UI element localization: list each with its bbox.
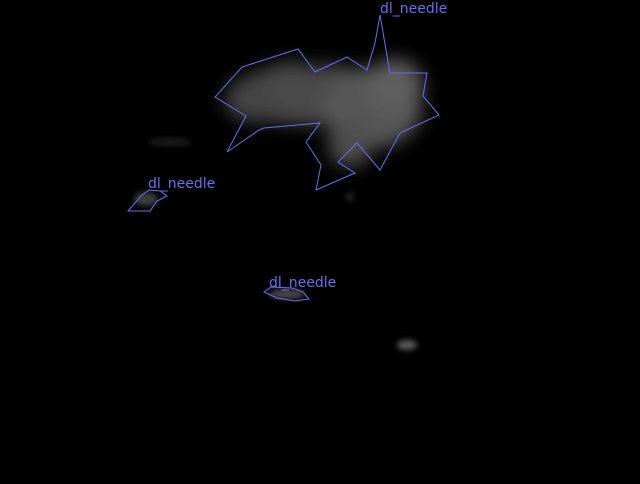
needle-outline-3[interactable] (263, 286, 310, 302)
small-blobs (134, 138, 417, 350)
needle-outline-1[interactable] (214, 14, 440, 191)
needle-label-3: dl_needle (269, 275, 336, 291)
annotation-outlines (126, 14, 440, 302)
needle-label-1: dl_needle (380, 1, 447, 17)
needle-outline-2[interactable] (126, 189, 168, 212)
large-blob (225, 59, 423, 167)
image-content (134, 59, 423, 350)
needle-label-2: dl_needle (148, 176, 215, 192)
annotation-labels: dl_needle dl_needle dl_needle (148, 1, 447, 291)
